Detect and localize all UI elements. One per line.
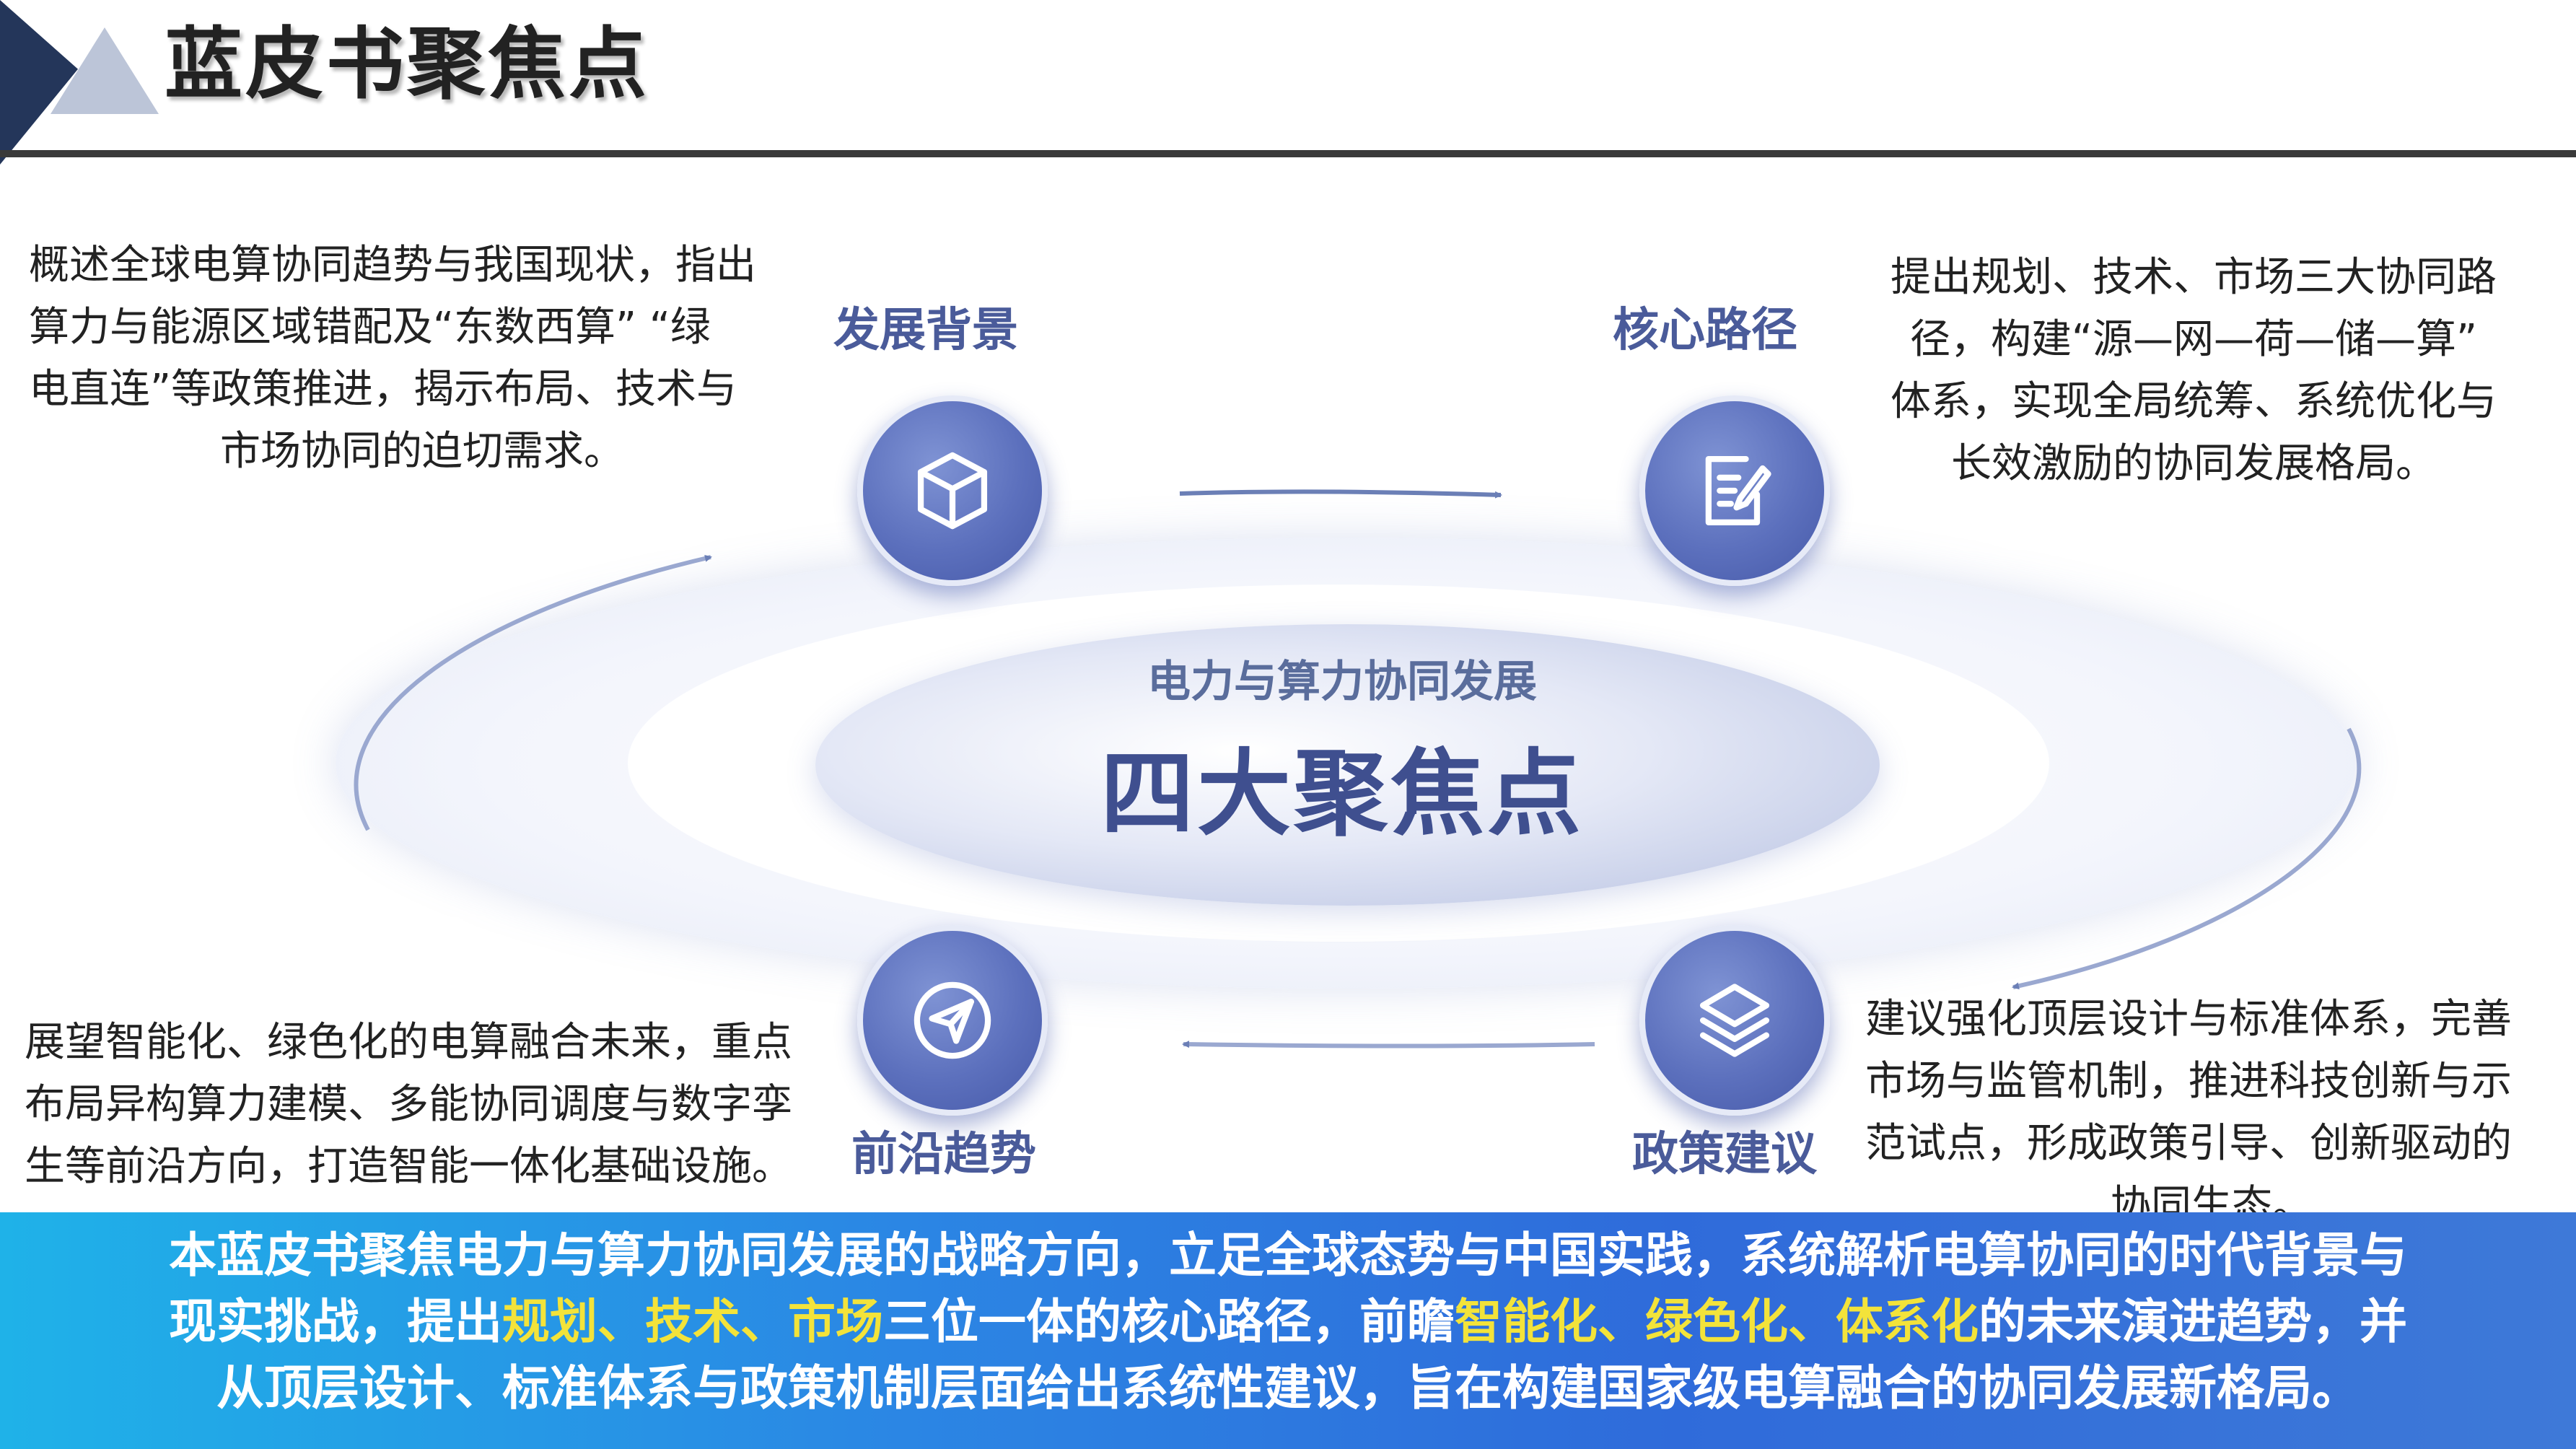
node-background xyxy=(857,395,1048,586)
arrow-right xyxy=(2012,727,2362,990)
center-subtitle: 电力与算力协同发展 xyxy=(1147,657,1537,707)
label-core-path: 核心路径 xyxy=(1613,304,1797,357)
summary-banner xyxy=(0,1212,2576,1449)
page-title: 蓝皮书聚焦点 xyxy=(165,19,650,110)
arrow-top xyxy=(1179,489,1502,499)
highlight-trends: 智能化、绿色化、体系化 xyxy=(1455,1294,1979,1349)
summary-text: 本蓝皮书聚焦电力与算力协同发展的战略方向，立足全球态势与中国实践，系统解析电算协… xyxy=(29,1222,2547,1422)
node-policy xyxy=(1639,925,1830,1116)
paper-plane-icon xyxy=(914,981,991,1059)
desc-background: 概述全球电算协同趋势与我国现状，指出 算力与能源区域错配及“东数西算” “绿 电… xyxy=(29,242,756,475)
desc-policy: 建议强化顶层设计与标准体系，完善 市场与监管机制，推进科技创新与示 范试点，形成… xyxy=(1865,996,2512,1229)
cube-icon xyxy=(917,452,988,530)
arrow-left xyxy=(354,554,712,831)
desc-frontier: 展望智能化、绿色化的电算融合未来，重点 布局异构算力建模、多能协同调度与数字孪 … xyxy=(25,1019,792,1190)
label-frontier: 前沿趋势 xyxy=(851,1128,1036,1181)
summary-line-2: 现实挑战，提出规划、技术、市场三位一体的核心路径，前瞻智能化、绿色化、体系化的未… xyxy=(169,1294,2407,1349)
inner-ellipse xyxy=(815,624,1880,906)
highlight-core-paths: 规划、技术、市场 xyxy=(502,1294,883,1349)
edit-document-icon xyxy=(1705,455,1771,526)
center-title: 四大聚焦点 xyxy=(1100,739,1584,849)
node-core-path xyxy=(1639,395,1830,586)
label-background: 发展背景 xyxy=(833,304,1018,357)
summary-line-3: 从顶层设计、标准体系与政策机制层面给出系统性建议，旨在构建国家级电算融合的协同发… xyxy=(216,1360,2360,1416)
label-policy: 政策建议 xyxy=(1632,1128,1817,1181)
header-divider xyxy=(0,150,2576,157)
node-frontier xyxy=(857,925,1048,1116)
layers-icon xyxy=(1699,984,1770,1057)
summary-line-1: 本蓝皮书聚焦电力与算力协同发展的战略方向，立足全球态势与中国实践，系统解析电算协… xyxy=(169,1227,2407,1283)
arrow-bottom xyxy=(1182,1041,1595,1049)
desc-core-path: 提出规划、技术、市场三大协同路 径，构建“源—网—荷—储—算” 体系，实现全局统… xyxy=(1891,254,2497,487)
